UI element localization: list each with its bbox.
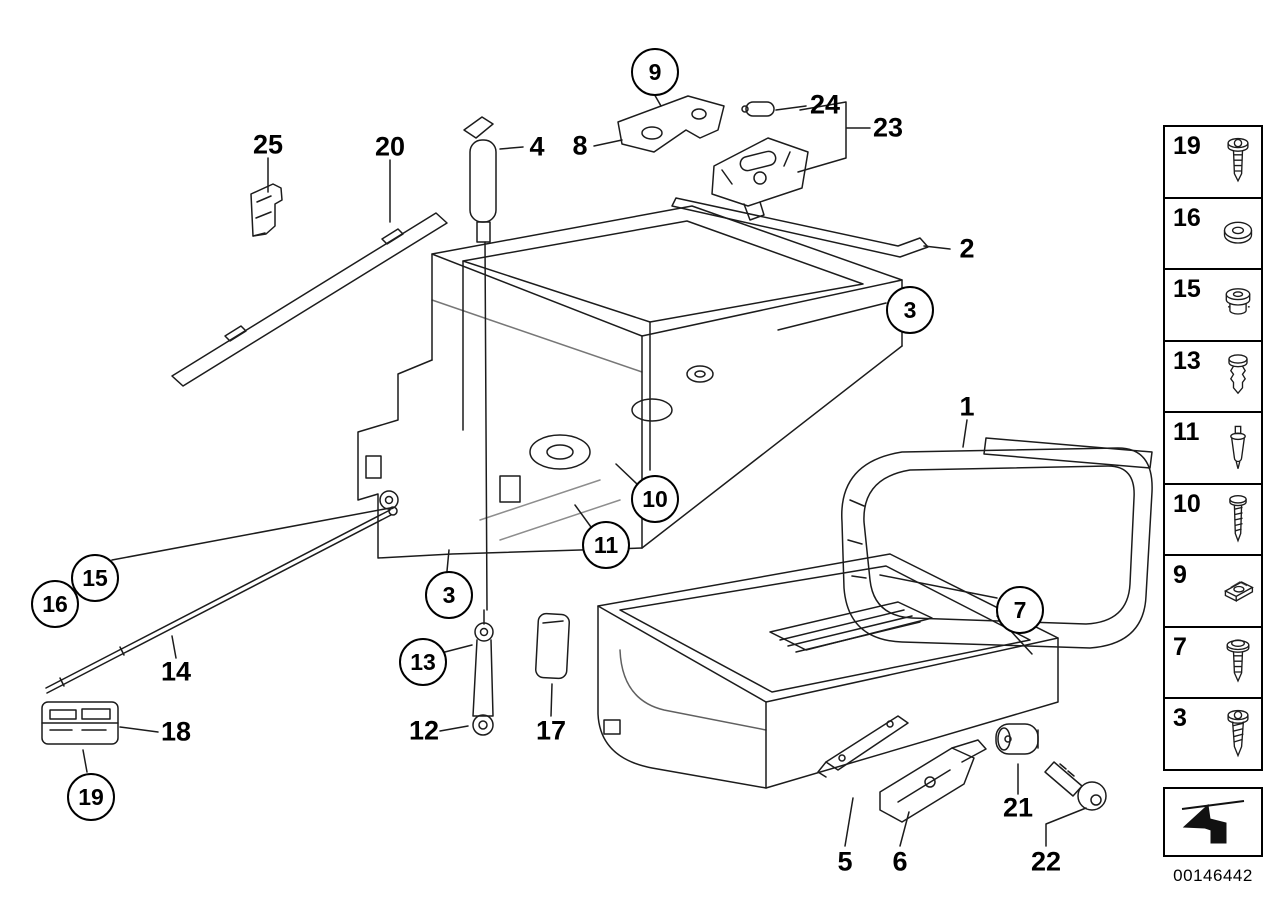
sidebar-item-label: 13 [1173,346,1201,375]
sidebar-item-7[interactable]: 7 [1163,625,1263,700]
callout-21[interactable]: 21 [1002,792,1034,823]
sidebar-item-13[interactable]: 13 [1163,339,1263,414]
callout-18[interactable]: 18 [160,716,192,747]
callout-3-b[interactable]: 3 [425,571,473,619]
back-arrow-button[interactable] [1163,787,1263,857]
sidebar-item-label: 10 [1173,489,1201,518]
sidebar-item-label: 7 [1173,632,1187,661]
sidebar-item-label: 19 [1173,132,1201,160]
sidebar-item-3[interactable]: 3 [1163,697,1263,771]
back-arrow-icon [1178,795,1248,849]
callout-19[interactable]: 19 [67,773,115,821]
sidebar-item-19[interactable]: 19 [1163,125,1263,199]
sidebar-item-label: 3 [1173,704,1187,732]
washer-icon [1220,207,1256,261]
callout-9[interactable]: 9 [631,48,679,96]
callout-8[interactable]: 8 [572,130,588,161]
callout-16[interactable]: 16 [31,580,79,628]
screw-icon [1220,135,1256,189]
callout-5[interactable]: 5 [837,846,853,877]
callout-23[interactable]: 23 [872,112,904,143]
callout-1[interactable]: 1 [959,391,975,422]
sidebar-item-label: 9 [1173,561,1187,589]
callout-24[interactable]: 24 [809,89,841,120]
callout-22[interactable]: 22 [1030,846,1062,877]
screw-icon [1220,707,1256,761]
callout-25[interactable]: 25 [252,129,284,160]
callout-6[interactable]: 6 [892,846,908,877]
callout-2[interactable]: 2 [959,233,975,264]
sidebar-item-label: 16 [1173,203,1201,232]
callout-7[interactable]: 7 [996,586,1044,634]
grommet-nut-icon [1220,278,1256,332]
clip-nut-icon [1220,564,1256,618]
screw-icon [1220,493,1256,547]
sidebar-item-10[interactable]: 10 [1163,482,1263,557]
callout-17[interactable]: 17 [535,715,567,746]
callout-12[interactable]: 12 [408,715,440,746]
callout-11[interactable]: 11 [582,521,630,569]
callout-14[interactable]: 14 [160,656,192,687]
expansion-rivet-icon [1220,350,1256,404]
sidebar-item-label: 11 [1173,418,1200,446]
callout-4[interactable]: 4 [529,131,545,162]
sidebar-item-16[interactable]: 16 [1163,196,1263,271]
callout-3-a[interactable]: 3 [886,286,934,334]
fastener-sidebar: 19 16 15 [1163,125,1263,857]
sidebar-item-label: 15 [1173,275,1201,303]
callout-15[interactable]: 15 [71,554,119,602]
callout-20[interactable]: 20 [374,131,406,162]
callout-10[interactable]: 10 [631,475,679,523]
image-id-label: 00146442 [1173,866,1253,885]
sidebar-item-15[interactable]: 15 [1163,268,1263,342]
sidebar-item-9[interactable]: 9 [1163,554,1263,628]
callout-13[interactable]: 13 [399,638,447,686]
flange-screw-icon [1220,636,1256,690]
buffer-pin-icon [1220,421,1256,475]
sidebar-item-11[interactable]: 11 [1163,411,1263,485]
